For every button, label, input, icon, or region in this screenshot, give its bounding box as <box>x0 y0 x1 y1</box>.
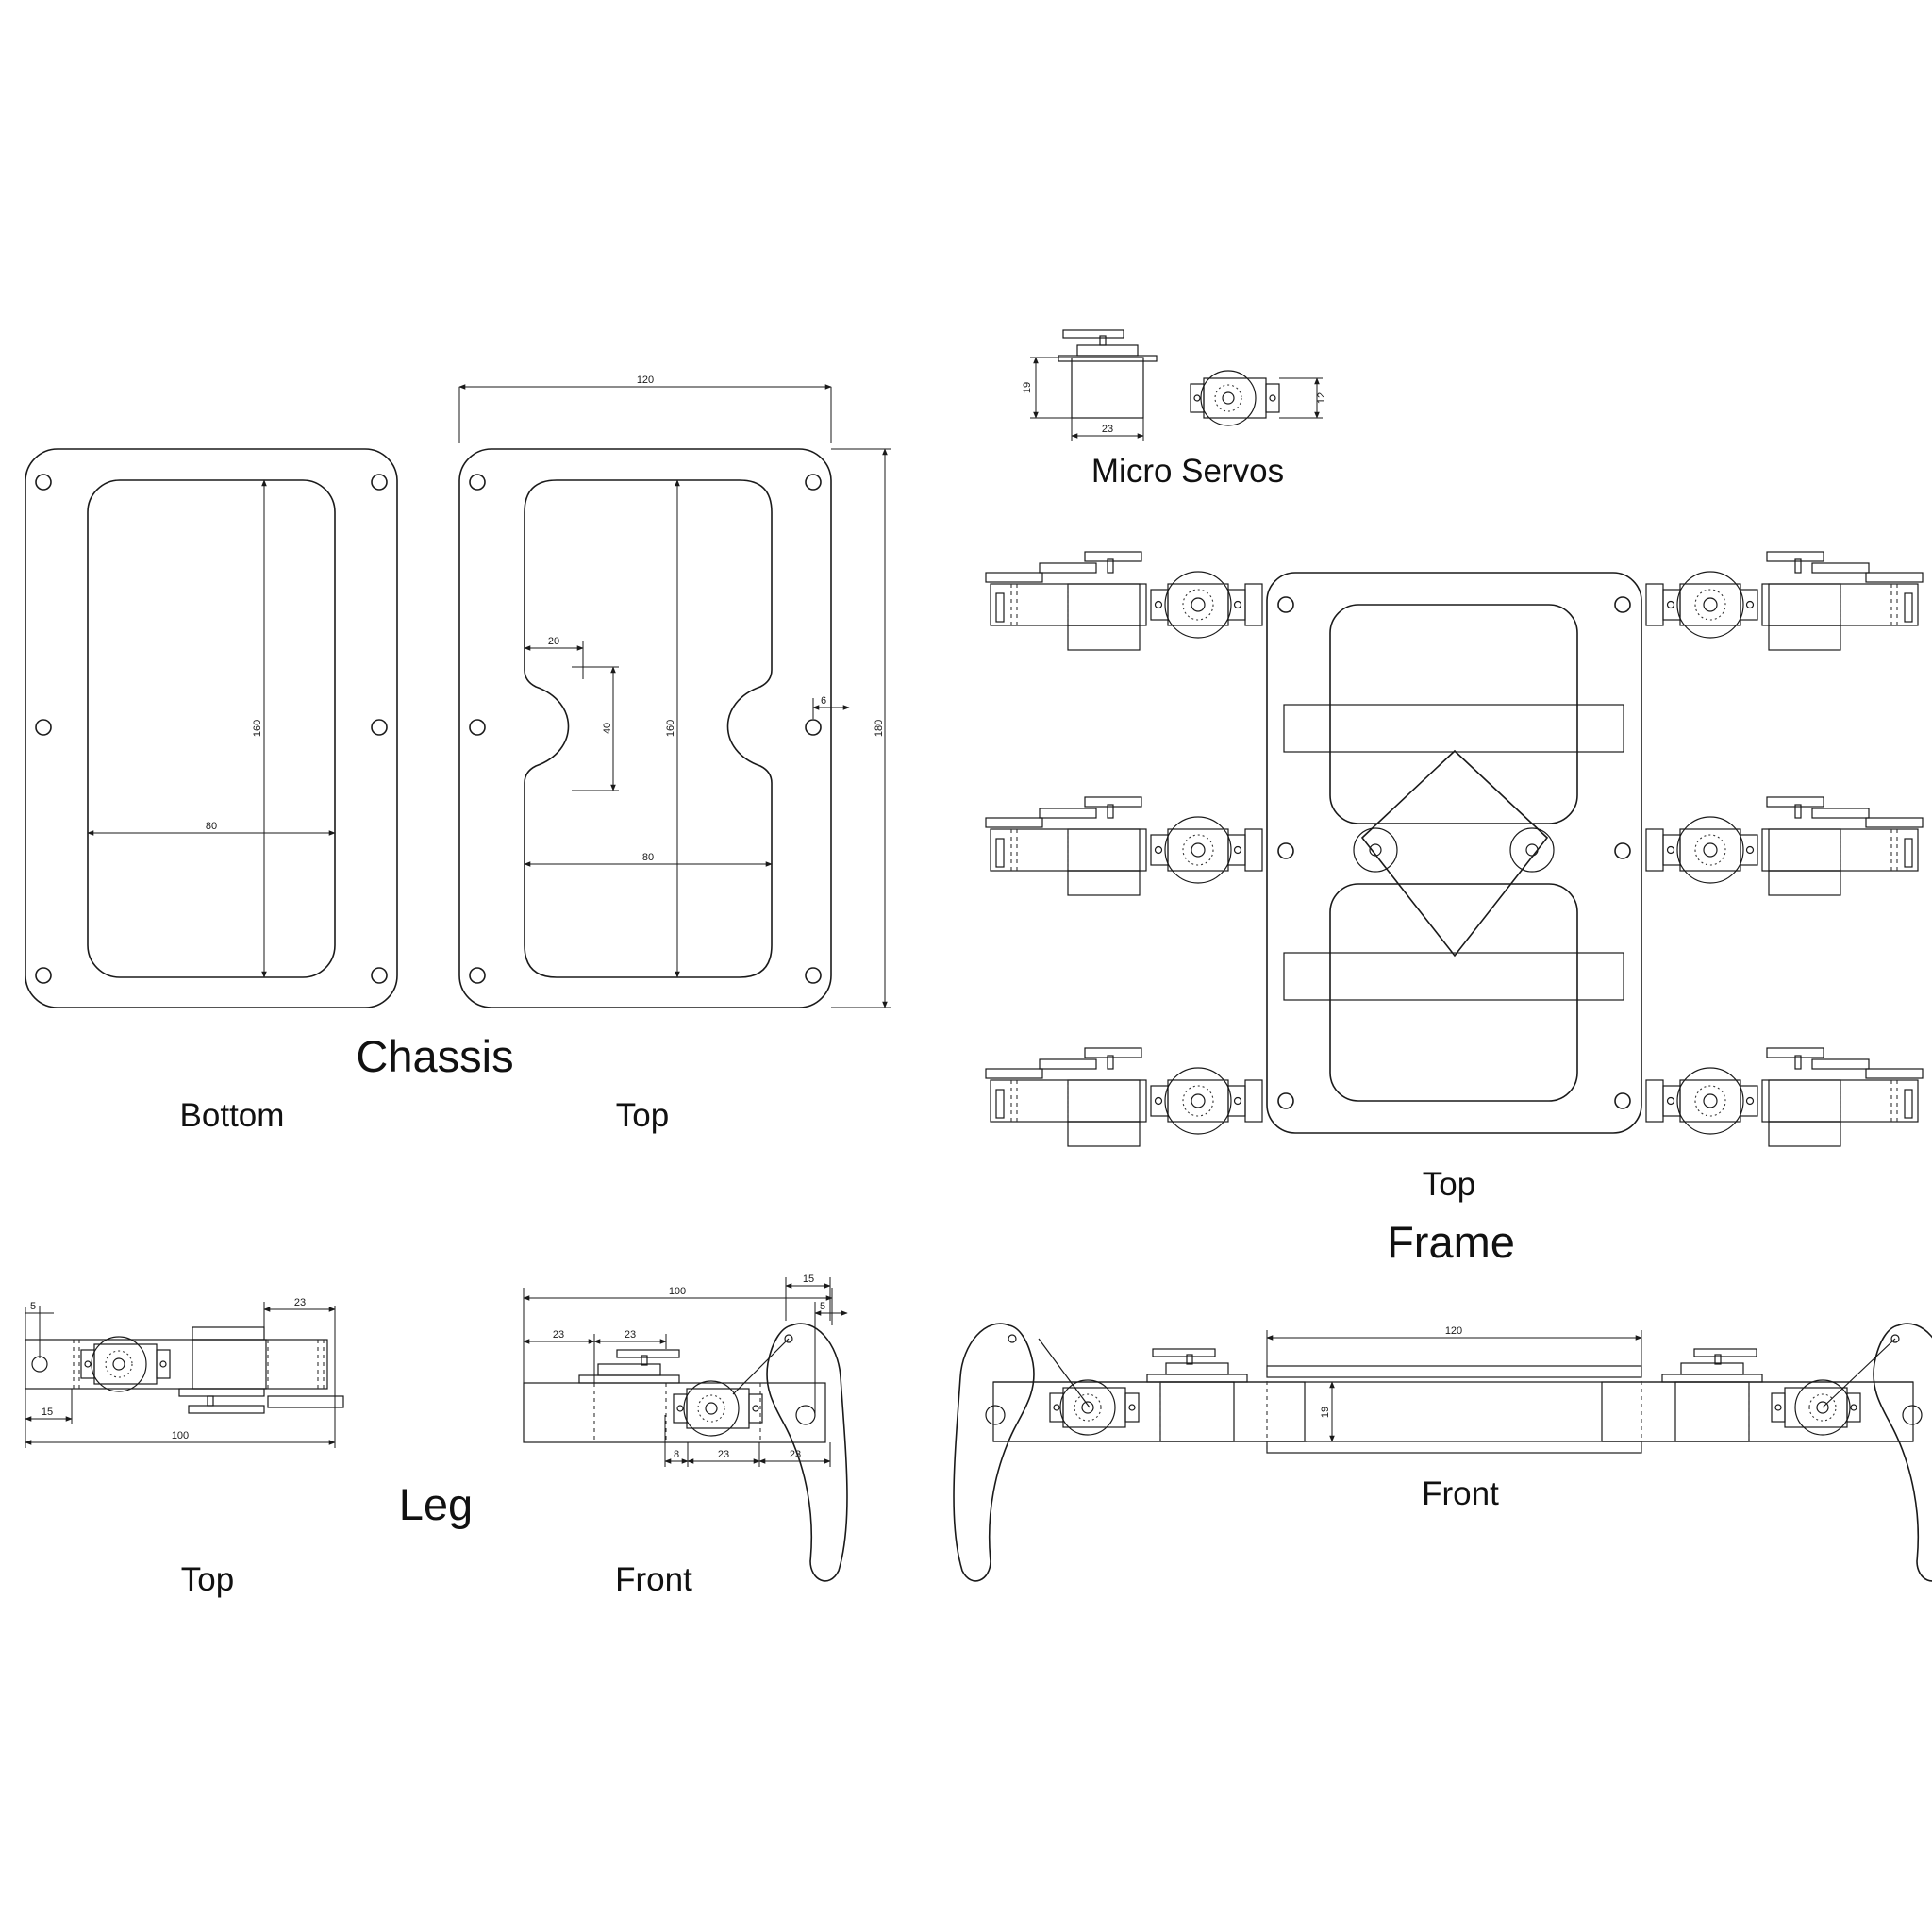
dim-frame-front-height: 19 <box>1320 1407 1331 1418</box>
leg-front-view: 100 23 23 8 23 23 15 5 <box>523 1274 848 1582</box>
frame-servo-left-2 <box>985 796 1263 896</box>
micro-servos-title: Micro Servos <box>1091 453 1284 490</box>
dim-leg-front-length: 100 <box>669 1286 686 1297</box>
chassis-title: Chassis <box>356 1031 513 1081</box>
frame-front-label: Front <box>1422 1475 1499 1512</box>
dim-chassis-top-height: 180 <box>874 720 885 737</box>
chassis-top-view: 120 180 160 80 20 40 6 <box>458 375 891 1008</box>
leg-top-view: 5 15 100 23 <box>25 1297 344 1448</box>
dim-leg-front-foot: 15 <box>803 1274 814 1285</box>
chassis-bottom-label: Bottom <box>180 1097 285 1134</box>
dim-servo-depth: 12 <box>1316 392 1327 404</box>
dim-chassis-bottom-width: 80 <box>206 821 217 832</box>
chassis-bottom-view: 160 80 <box>25 448 398 1008</box>
dim-chassis-top-inner-width: 80 <box>642 852 654 863</box>
frame-servo-right-2 <box>1645 796 1924 896</box>
frame-top-view <box>985 551 1924 1147</box>
dim-leg-front-a: 23 <box>553 1329 564 1341</box>
dim-servo-width: 23 <box>1102 424 1113 435</box>
dim-leg-top-offset: 15 <box>42 1407 53 1418</box>
micro-servo-top-view: 12 <box>1190 370 1327 426</box>
frame-top-label: Top <box>1423 1166 1475 1203</box>
dim-chassis-top-notch-depth: 20 <box>548 636 559 647</box>
leg-title: Leg <box>399 1479 473 1529</box>
dim-frame-front-length: 120 <box>1445 1325 1462 1337</box>
dim-leg-front-hole: 5 <box>820 1301 825 1312</box>
dim-chassis-top-hole-offset: 6 <box>821 695 826 707</box>
leg-top-label: Top <box>181 1561 234 1598</box>
frame-servo-left-1 <box>985 551 1263 651</box>
frame-front-view: 120 19 <box>953 1323 1932 1582</box>
dim-leg-front-c: 8 <box>674 1449 679 1460</box>
dim-chassis-top-notch-height: 40 <box>602 723 613 734</box>
dim-leg-front-b: 23 <box>625 1329 636 1341</box>
dim-leg-top-length: 100 <box>172 1430 189 1441</box>
dim-leg-front-d: 23 <box>718 1449 729 1460</box>
frame-servo-right-1 <box>1645 551 1924 651</box>
leg-front-label: Front <box>615 1561 692 1598</box>
chassis-top-label: Top <box>616 1097 669 1134</box>
dim-chassis-top-width: 120 <box>637 375 654 386</box>
frame-title: Frame <box>1387 1217 1515 1267</box>
dim-leg-top-hole: 5 <box>30 1301 36 1312</box>
dim-servo-height: 19 <box>1022 382 1033 393</box>
frame-servo-left-3 <box>985 1047 1263 1147</box>
dim-leg-top-servo: 23 <box>294 1297 306 1308</box>
micro-servo-front-view: 19 23 <box>1022 329 1158 441</box>
dim-chassis-top-inner-height: 160 <box>665 720 676 737</box>
dim-chassis-bottom-height: 160 <box>252 720 263 737</box>
dim-leg-front-e: 23 <box>790 1449 801 1460</box>
frame-servo-right-3 <box>1645 1047 1924 1147</box>
